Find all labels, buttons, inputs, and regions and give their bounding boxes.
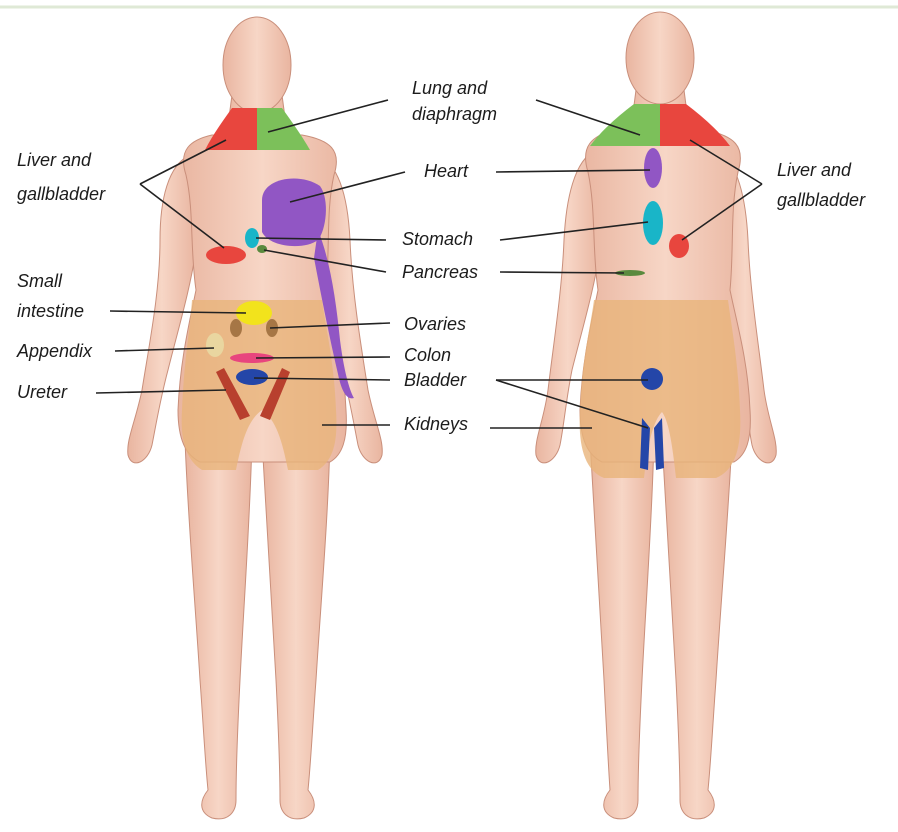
label-colon: Colon [404, 345, 451, 365]
front-head [223, 17, 291, 113]
liver-gallbladder-region-front [205, 108, 257, 150]
front-left-leg [185, 440, 252, 819]
bladder-region-back [641, 368, 663, 390]
label-ovaries: Ovaries [404, 314, 466, 334]
leader-pancreas-back [500, 272, 624, 273]
label-kidneys: Kidneys [404, 414, 468, 434]
bladder-region-front [236, 369, 268, 385]
appendix-region [206, 333, 224, 357]
label-heart: Heart [424, 161, 469, 181]
label-ureter: Ureter [17, 382, 68, 402]
heart-region-front [262, 178, 326, 246]
leader-colon [256, 357, 390, 358]
label-liver-right-line2: gallbladder [777, 190, 866, 210]
label-small-intestine-line1: Small [17, 271, 63, 291]
label-lung-line1: Lung and [412, 78, 488, 98]
back-right-leg [662, 440, 732, 819]
label-stomach: Stomach [402, 229, 473, 249]
label-liver-left-line2: gallbladder [17, 184, 106, 204]
liver-gallbladder-spot-front [206, 246, 246, 264]
back-left-leg [590, 440, 654, 819]
front-right-leg [262, 440, 330, 819]
label-liver-right-line1: Liver and [777, 160, 852, 180]
label-small-intestine-line2: intestine [17, 301, 84, 321]
heart-region-back [644, 148, 662, 188]
label-bladder: Bladder [404, 370, 467, 390]
label-pancreas: Pancreas [402, 262, 478, 282]
lung-diaphragm-region-front [257, 108, 310, 150]
lung-diaphragm-region-back [590, 104, 660, 146]
label-liver-left-line1: Liver and [17, 150, 92, 170]
ovaries-region-left [230, 319, 242, 337]
pancreas-region-front [257, 245, 267, 253]
label-appendix: Appendix [16, 341, 93, 361]
liver-gallbladder-region-back [660, 104, 730, 146]
label-lung-line2: diaphragm [412, 104, 497, 124]
back-head [626, 12, 694, 104]
